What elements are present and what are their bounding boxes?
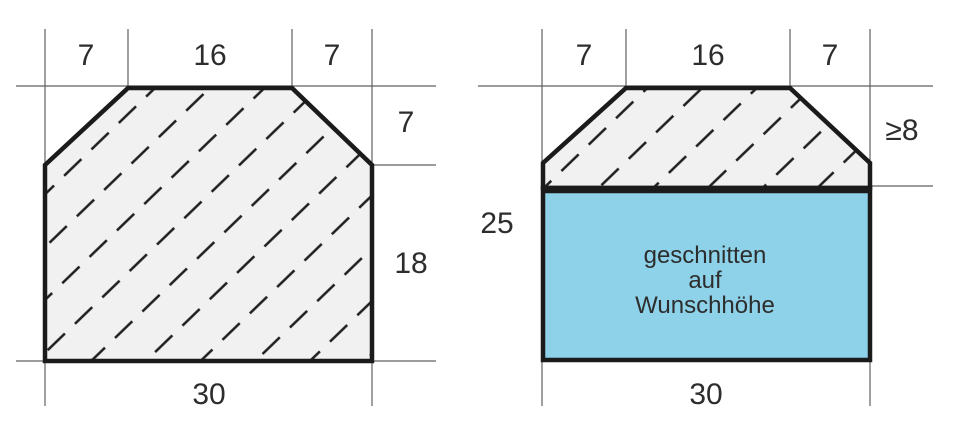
right-profile-drawing: 7 16 7 ≥8 25 30 geschnitten auf Wunschhö… bbox=[478, 29, 933, 411]
cut-label-line-3: Wunschhöhe bbox=[635, 292, 775, 319]
cut-body-shape bbox=[543, 188, 870, 360]
dim-bottom-width-label: 30 bbox=[689, 378, 722, 411]
left-profile-drawing: 7 16 7 7 18 30 bbox=[16, 29, 436, 411]
dim-top-right-label: 7 bbox=[822, 39, 839, 72]
hatch-fill bbox=[45, 88, 372, 361]
hatch-fill bbox=[543, 88, 870, 188]
dim-top-middle-label: 16 bbox=[691, 39, 724, 72]
profile-outline bbox=[42, 85, 375, 364]
dim-top-left-label: 7 bbox=[78, 39, 95, 72]
dim-min-top-height-label: ≥8 bbox=[885, 114, 918, 147]
dim-top-right-label: 7 bbox=[324, 39, 341, 72]
dim-chamfer-height-label: 7 bbox=[398, 106, 415, 139]
dim-side-height-label: 18 bbox=[394, 247, 427, 280]
dim-top-left-label: 7 bbox=[576, 39, 593, 72]
dim-top-middle-label: 16 bbox=[193, 39, 226, 72]
dim-total-height-label: 25 bbox=[480, 207, 513, 240]
dim-bottom-width-label: 30 bbox=[192, 378, 225, 411]
cut-label-line-1: geschnitten bbox=[644, 242, 767, 269]
cut-label-line-2: auf bbox=[688, 267, 722, 294]
